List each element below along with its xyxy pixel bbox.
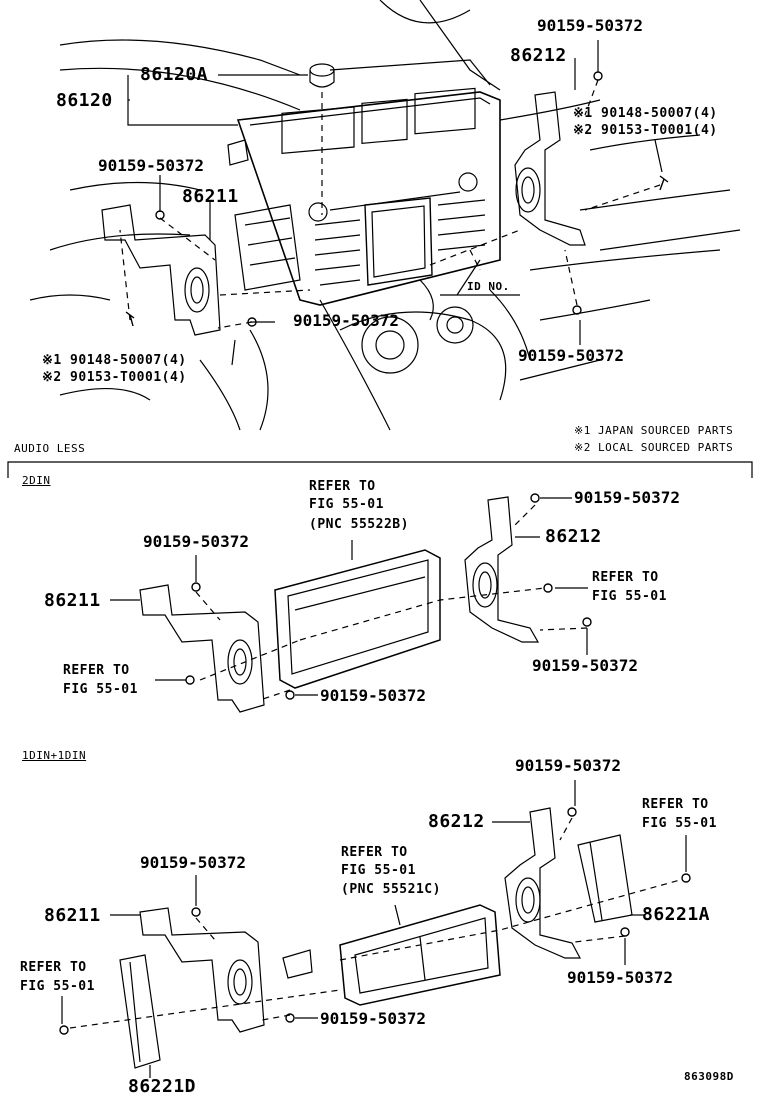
part-label-86120A: 86120A [140,64,209,85]
bracket-86212-1din [505,808,580,958]
part-label-86212: 86212 [510,45,567,66]
note-japan-part: ※1 90148-50007(4) [573,106,718,121]
dashed-guides-1din [70,818,680,1028]
audio-less-frame [8,462,752,478]
refer-label: FIG 55-01 [63,682,138,697]
leader-lines-1din [62,780,686,1078]
dashboard-outline [30,0,740,430]
part-label-bolt: 90159-50372 [574,488,680,507]
part-label-bolt: 90159-50372 [532,656,638,675]
part-label-bolt: 90159-50372 [320,686,426,705]
bracket-86212-top [515,92,585,245]
id-number-label: ID NO. [467,280,510,293]
head-unit-1din [283,905,500,1005]
refer-label: REFER TO [341,845,408,860]
refer-label: (PNC 55521C) [341,882,441,897]
part-label-bolt: 90159-50372 [98,156,204,175]
refer-label: FIG 55-01 [642,816,717,831]
note-local-part: ※2 90153-T0001(4) [573,123,718,138]
part-label-86120: 86120 [56,90,113,111]
refer-label: FIG 55-01 [341,863,416,878]
legend-local-sourced: ※2 LOCAL SOURCED PARTS [574,441,734,454]
section-title-audio-less: AUDIO LESS [14,442,86,455]
section-title-1din: 1DIN+1DIN [22,749,87,762]
knob-86120A [310,64,334,87]
refer-label: FIG 55-01 [309,497,384,512]
refer-label: FIG 55-01 [20,979,95,994]
refer-label: REFER TO [63,663,130,678]
refer-label: (PNC 55522B) [309,517,409,532]
bracket-86211-top [102,205,300,335]
center-panel-86120 [228,88,500,305]
section-title-2din: 2DIN [22,474,51,487]
leader-lines-top [128,40,662,365]
bolt-icon [186,494,591,699]
part-label-86211: 86211 [44,590,101,611]
dashed-guides-top [120,80,660,328]
part-label-bolt: 90159-50372 [515,756,621,775]
figure-code: 863098D [684,1070,734,1083]
refer-label: REFER TO [20,960,87,975]
part-label-86211: 86211 [182,186,239,207]
leader-lines-2din [110,498,588,695]
panel-86221A [578,835,632,922]
refer-label: REFER TO [592,570,659,585]
panel-86221D [120,955,160,1068]
part-label-bolt: 90159-50372 [293,311,399,330]
part-label-86221D: 86221D [128,1076,197,1097]
refer-label: FIG 55-01 [592,589,667,604]
part-label-bolt: 90159-50372 [518,346,624,365]
dashed-guides-2din [196,505,587,700]
part-label-bolt: 90159-50372 [143,532,249,551]
part-label-86212: 86212 [428,811,485,832]
part-label-86221A: 86221A [642,904,711,925]
part-label-bolt: 90159-50372 [320,1009,426,1028]
refer-label: REFER TO [642,797,709,812]
part-label-86212: 86212 [545,526,602,547]
refer-label: REFER TO [309,479,376,494]
part-label-bolt: 90159-50372 [537,16,643,35]
bracket-86211-1din [140,908,264,1032]
note-japan-part: ※1 90148-50007(4) [42,353,187,368]
bracket-86212-2din [465,497,538,642]
bracket-86211-2din [140,585,264,712]
bolt-icon [60,808,690,1034]
part-label-bolt: 90159-50372 [567,968,673,987]
part-label-bolt: 90159-50372 [140,853,246,872]
part-label-86211: 86211 [44,905,101,926]
legend-japan-sourced: ※1 JAPAN SOURCED PARTS [574,424,734,437]
note-local-part: ※2 90153-T0001(4) [42,370,187,385]
head-unit-2din [275,550,440,688]
